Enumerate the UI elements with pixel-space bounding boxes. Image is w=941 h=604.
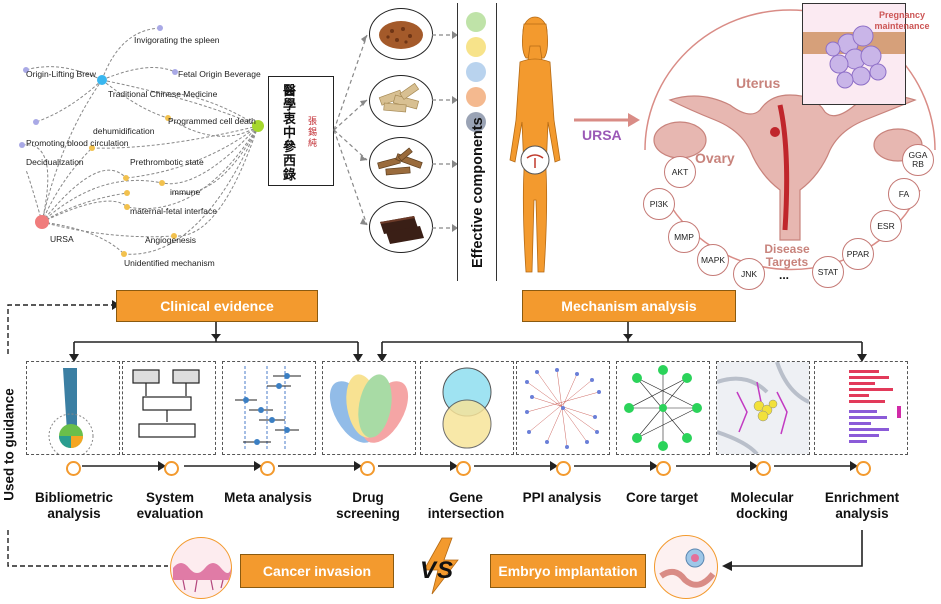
herb-image-dark-blocks <box>369 201 433 253</box>
ppi-analysis-thumbnail <box>516 361 610 455</box>
network-label: URSA <box>50 234 74 244</box>
component-swatch-yellow <box>466 37 486 57</box>
network-label: Unidentified mechanism <box>124 258 215 268</box>
ursa-label: URSA <box>582 127 622 143</box>
step-marker <box>656 461 671 476</box>
cancer-invasion-label: Cancer invasion <box>240 554 394 588</box>
book-to-herb-arrows <box>333 34 368 226</box>
step-marker <box>456 461 471 476</box>
step-marker <box>66 461 81 476</box>
clinical-evidence-header: Clinical evidence <box>116 290 318 322</box>
network-label: Traditional Chinese Medicine <box>108 89 218 99</box>
target-node: GGA RB <box>902 144 934 176</box>
embryo-implantation-label: Embryo implantation <box>490 554 646 588</box>
core-target-thumbnail <box>616 361 710 455</box>
system-evaluation-thumbnail <box>122 361 216 455</box>
step-marker <box>260 461 275 476</box>
step-marker <box>856 461 871 476</box>
network-label: Fetal Origin Beverage <box>178 69 261 79</box>
bibliometric-thumbnail <box>26 361 120 455</box>
step-label-molecular-docking: Molecular docking <box>730 490 794 521</box>
network-label: Origin-Lifting Brew <box>26 69 96 79</box>
network-label: dehumidification <box>93 126 155 136</box>
lightning-bolt-icon <box>423 537 459 595</box>
network-label: Angiogenesis <box>145 235 197 245</box>
step-label-bibliometric: Bibliometric analysis <box>34 490 113 521</box>
pregnancy-inset <box>802 3 906 105</box>
component-swatch-orange <box>466 87 486 107</box>
ursa-arrow <box>574 113 640 127</box>
network-label: Decidualization <box>26 157 84 167</box>
disease-targets-label: Disease Targets <box>764 242 810 269</box>
uterus-label: Uterus <box>736 75 781 91</box>
step-label-ppi-analysis: PPI analysis <box>522 490 602 505</box>
woman-silhouette <box>509 16 561 273</box>
components-panel <box>457 3 497 281</box>
book-cover: 醫學衷中參西錄 張錫純 <box>268 76 334 186</box>
target-node: FA <box>888 178 920 210</box>
gene-intersection-thumbnail <box>420 361 514 455</box>
step-label-drug-screening: Drug screening <box>336 490 400 521</box>
step-label-enrichment-analysis: Enrichment analysis <box>824 490 900 521</box>
component-swatch-blue <box>466 62 486 82</box>
target-node: MAPK <box>697 244 729 276</box>
step-label-system-evaluation: System evaluation <box>136 490 204 521</box>
network-label: Prethrombotic state <box>130 157 204 167</box>
drug-screening-thumbnail <box>322 361 416 455</box>
target-node: JNK <box>733 258 765 290</box>
step-label-gene-intersection: Gene intersection <box>427 490 505 521</box>
step-label-meta-analysis: Meta analysis <box>224 490 312 505</box>
network-label: Programmed cell death <box>168 116 256 126</box>
component-swatch-gray <box>466 112 486 132</box>
herb-image-roots <box>369 137 433 189</box>
vs-label: VS <box>420 557 455 584</box>
molecular-docking-thumbnail <box>716 361 810 455</box>
target-node: PPAR <box>842 238 874 270</box>
used-to-guidance-label: Used to guidance <box>1 388 17 501</box>
embryo-implantation-image <box>654 535 718 599</box>
enrichment-analysis-thumbnail <box>814 361 908 455</box>
pregnancy-label: Pregnancy maintenance <box>874 10 930 31</box>
step-marker <box>360 461 375 476</box>
target-node: PI3K <box>643 188 675 220</box>
book-title: 醫學衷中參西錄 <box>283 84 297 183</box>
target-ellipsis: ... <box>779 268 790 282</box>
ovary-label: Ovary <box>695 150 735 166</box>
cancer-invasion-image <box>170 537 232 599</box>
herb-image-slices <box>369 75 433 127</box>
step-marker <box>556 461 571 476</box>
meta-analysis-thumbnail <box>222 361 316 455</box>
herb-to-component-arrows <box>432 31 458 232</box>
step-label-core-target: Core target <box>625 490 698 505</box>
component-swatch-green <box>466 12 486 32</box>
target-node: STAT <box>812 256 844 288</box>
herb-image-seeds <box>369 8 433 60</box>
step-marker <box>164 461 179 476</box>
book-author: 張錫純 <box>308 117 318 149</box>
target-node: ESR <box>870 210 902 242</box>
step-marker <box>756 461 771 476</box>
network-label: maternal-fetal interface <box>130 206 217 216</box>
target-node: AKT <box>664 156 696 188</box>
network-label: Promoting blood circulation <box>26 138 129 148</box>
network-label: Invigorating the spleen <box>134 35 220 45</box>
network-label: immune <box>170 187 201 197</box>
target-node: MMP <box>668 221 700 253</box>
mechanism-analysis-header: Mechanism analysis <box>522 290 736 322</box>
